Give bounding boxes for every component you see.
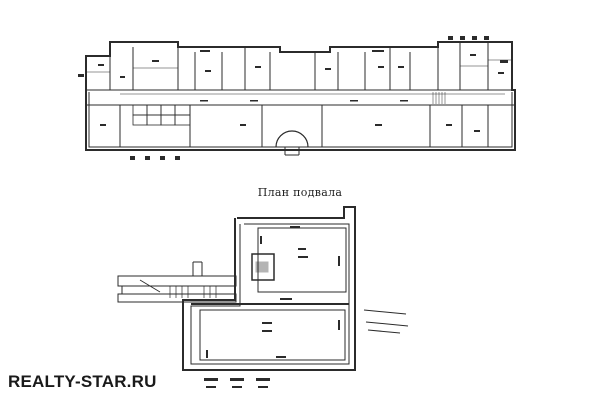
storage-box-inner [255, 261, 269, 273]
basement-stair [117, 275, 237, 287]
outer-wall [85, 41, 516, 151]
basement-stair-hatch [169, 286, 217, 298]
room-area-marks [78, 36, 508, 160]
basement-stair-lower [117, 293, 237, 303]
basement-upper-room [257, 227, 347, 293]
stair-hatch [432, 92, 446, 104]
sanitary-cells [132, 104, 191, 126]
ground-floor-plan [85, 41, 516, 156]
basement-stair-arrow [139, 279, 161, 293]
watermark: REALTY-STAR.RU [8, 372, 157, 391]
basement-plan-caption: План подвала [257, 186, 343, 199]
basement-inner-wall [190, 223, 350, 365]
basement-outer-wall [182, 206, 356, 371]
basement-area-marks [204, 226, 340, 388]
basement-lower-room [199, 309, 346, 361]
storage-box [251, 253, 275, 281]
basement-plan [117, 206, 356, 371]
basement-side-note [363, 309, 409, 334]
top-room-partitions [86, 42, 512, 90]
entrance-arch [275, 130, 309, 148]
outer-wall-inner [88, 92, 513, 148]
